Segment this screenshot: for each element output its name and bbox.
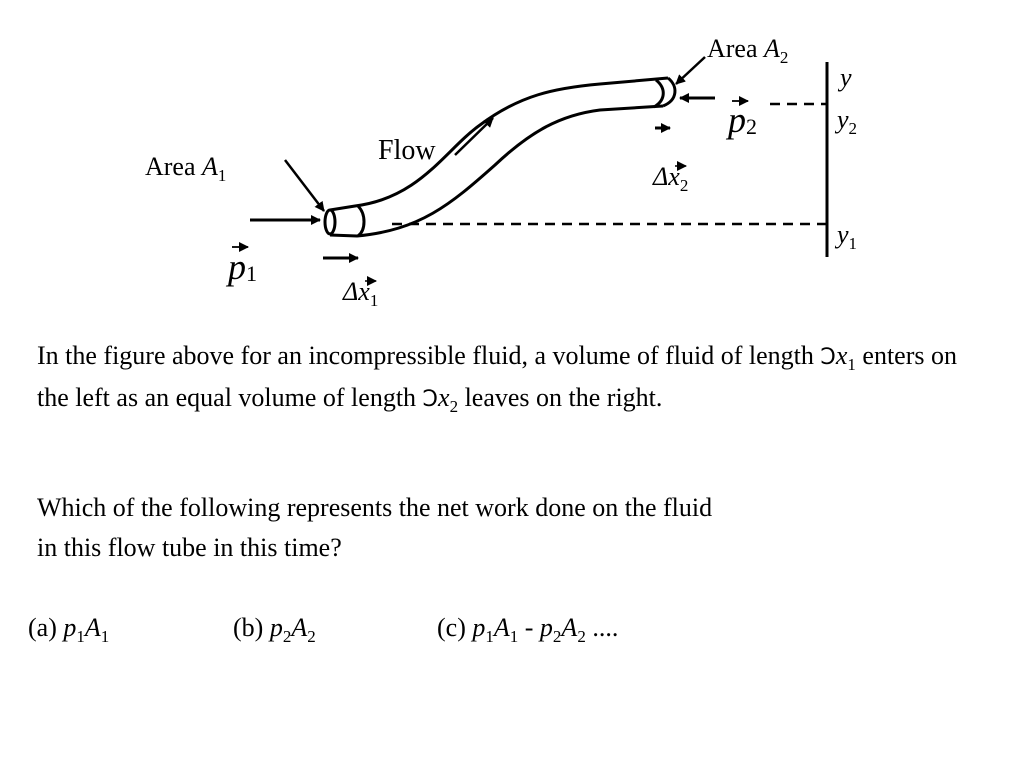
flow-tube bbox=[323, 76, 677, 238]
problem-text-part2: enters on the left as an equal volume of… bbox=[37, 341, 957, 412]
flow-tube-diagram: Area A1 Area A2 Flow p1 p2 Δx1 Δx2 y y2 … bbox=[145, 34, 857, 310]
dx2-label: Δx2 bbox=[652, 162, 688, 195]
choice-a[interactable]: (a) p1A1 bbox=[28, 613, 110, 647]
y-axis-label: y bbox=[837, 63, 852, 92]
area1-pointer-arrow bbox=[284, 159, 325, 212]
choice-c[interactable]: (c) p1A1 - p2A2 .... bbox=[437, 613, 619, 647]
area2-label: Area A2 bbox=[707, 34, 788, 67]
problem-text-part1: In the figure above for an incompressibl… bbox=[37, 341, 821, 370]
tube-bottom-wall bbox=[329, 104, 664, 238]
x-subscript-1: 1 bbox=[847, 355, 856, 375]
outlet-end-cap bbox=[662, 76, 677, 108]
choice-b[interactable]: (b) p2A2 bbox=[233, 613, 316, 647]
inlet-end-cap bbox=[323, 208, 337, 236]
tube-top-wall bbox=[329, 76, 669, 212]
dx1-label: Δx1 bbox=[342, 277, 378, 310]
x-symbol-1: x bbox=[835, 341, 848, 370]
flow-arrow bbox=[454, 117, 494, 156]
problem-description: In the figure above for an incompressibl… bbox=[37, 336, 987, 420]
delta-glyph-1: Ɔ bbox=[820, 345, 836, 370]
outlet-volume-edge bbox=[653, 78, 665, 109]
area1-label: Area A1 bbox=[145, 152, 226, 185]
area2-pointer-arrow bbox=[675, 56, 706, 85]
x-symbol-2: x bbox=[438, 383, 450, 412]
x-subscript-2: 2 bbox=[449, 397, 459, 417]
y2-label: y2 bbox=[834, 105, 857, 138]
question-text: Which of the following represents the ne… bbox=[37, 493, 713, 562]
inlet-volume-edge bbox=[356, 204, 366, 238]
p1-label: p1 bbox=[225, 247, 257, 287]
problem-text-part3: leaves on the right. bbox=[458, 383, 663, 412]
delta-glyph-2: Ɔ bbox=[422, 387, 439, 412]
y1-label: y1 bbox=[834, 220, 857, 253]
flow-label: Flow bbox=[378, 135, 436, 166]
p2-label: p2 bbox=[725, 100, 757, 140]
